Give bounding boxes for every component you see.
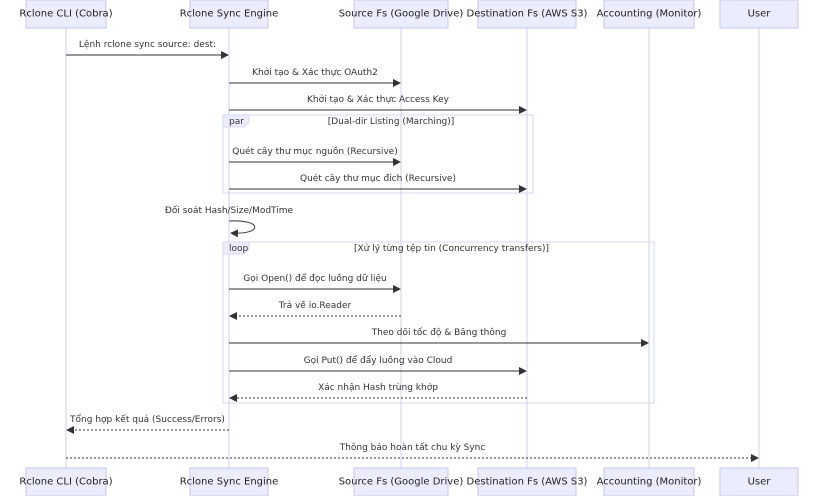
- message-label: Lệnh rclone sync source: dest:: [79, 39, 216, 50]
- actor-src-top: Source Fs (Google Drive): [339, 0, 464, 29]
- message-label: Gọi Open() để đọc luồng dữ liệu: [243, 273, 386, 284]
- message-label: Đối soát Hash/Size/ModTime: [165, 205, 294, 216]
- actor-box: [25, 467, 107, 496]
- actor-user-bottom: User: [719, 467, 799, 496]
- actor-box: [353, 0, 449, 29]
- actor-label: User: [748, 477, 772, 488]
- frame-kind-tab: [222, 114, 250, 128]
- actor-acct-top: Accounting (Monitor): [597, 0, 702, 29]
- message-10: Gọi Put() để đẩy luồng vào Cloud: [229, 355, 527, 375]
- message-label: Gọi Put() để đẩy luồng vào Cloud: [304, 355, 453, 366]
- actor-label: Rclone Sync Engine: [180, 9, 279, 20]
- frame-par: par [Dual-dir Listing (Marching)]: [222, 114, 534, 194]
- actor-user-top: User: [719, 0, 799, 29]
- frame-loop: loop [Xử lý từng tệp tin (Concurrency tra…: [222, 241, 655, 404]
- actor-label: Rclone Sync Engine: [180, 477, 279, 488]
- message-11: Xác nhận Hash trùng khớp: [229, 382, 527, 402]
- frame-kind-tab: [222, 241, 250, 255]
- actor-box: [477, 0, 577, 29]
- actor-label: Accounting (Monitor): [597, 9, 702, 20]
- message-5: Quét cây thư mục đích (Recursive): [229, 173, 527, 193]
- actor-box: [353, 467, 449, 496]
- message-12: Tổng hợp kết quả (Success/Errors): [66, 414, 229, 434]
- actor-box: [603, 0, 695, 29]
- actor-dst-bottom: Destination Fs (AWS S3): [467, 467, 588, 496]
- messages: Lệnh rclone sync source: dest: Khởi tạo &…: [66, 39, 759, 462]
- message-8: Trả về io.Reader: [229, 300, 401, 320]
- actor-label: Source Fs (Google Drive): [339, 9, 464, 20]
- frames: par [Dual-dir Listing (Marching)] loop [Xử …: [222, 114, 655, 404]
- actors-top: Rclone CLI (Cobra) Rclone Sync Engine Sour…: [19, 0, 799, 29]
- frame-kind-label: loop: [229, 244, 249, 254]
- actor-label: Destination Fs (AWS S3): [467, 477, 588, 488]
- message-label: Xác nhận Hash trùng khớp: [318, 382, 438, 393]
- frame-kind-label: par: [229, 117, 244, 127]
- actor-cli-bottom: Rclone CLI (Cobra): [19, 467, 113, 496]
- actor-label: Destination Fs (AWS S3): [467, 9, 588, 20]
- actor-box: [477, 467, 577, 496]
- actor-dst-top: Destination Fs (AWS S3): [467, 0, 588, 29]
- message-1: Lệnh rclone sync source: dest:: [66, 39, 229, 59]
- message-label: Quét cây thư mục đích (Recursive): [300, 173, 456, 184]
- actor-engine-top: Rclone Sync Engine: [180, 0, 279, 29]
- message-4: Quét cây thư mục nguồn (Recursive): [229, 146, 401, 166]
- message-label: Quét cây thư mục nguồn (Recursive): [232, 146, 397, 157]
- message-label: Tổng hợp kết quả (Success/Errors): [69, 414, 225, 425]
- message-6: Đối soát Hash/Size/ModTime: [165, 205, 294, 238]
- actor-src-bottom: Source Fs (Google Drive): [339, 467, 464, 496]
- actor-engine-bottom: Rclone Sync Engine: [180, 467, 279, 496]
- frame-border: [222, 241, 655, 404]
- actor-box: [603, 467, 695, 496]
- message-9: Theo dõi tốc độ & Băng thông: [229, 327, 649, 347]
- actor-label: Accounting (Monitor): [597, 477, 702, 488]
- frame-title: [Xử lý từng tệp tin (Concurrency transfe…: [354, 243, 549, 254]
- actor-cli-top: Rclone CLI (Cobra): [19, 0, 113, 29]
- message-label: Theo dõi tốc độ & Băng thông: [371, 327, 507, 338]
- message-13: Thông báo hoàn tất chu kỳ Sync: [66, 442, 759, 462]
- message-label: Khởi tạo & Xác thực OAuth2: [252, 67, 378, 78]
- actor-label: User: [748, 9, 772, 20]
- actor-label: Rclone CLI (Cobra): [19, 9, 112, 20]
- frame-border: [222, 114, 534, 194]
- message-label: Thông báo hoàn tất chu kỳ Sync: [339, 442, 486, 453]
- actor-acct-bottom: Accounting (Monitor): [597, 467, 702, 496]
- actor-box: [719, 467, 799, 496]
- actor-box: [189, 467, 269, 496]
- actor-label: Source Fs (Google Drive): [339, 477, 464, 488]
- self-message-arrow: [228, 220, 256, 238]
- frame-title: [Dual-dir Listing (Marching)]: [328, 117, 455, 127]
- message-2: Khởi tạo & Xác thực OAuth2: [229, 67, 401, 87]
- actor-box: [719, 0, 799, 29]
- message-label: Trả về io.Reader: [278, 300, 352, 311]
- actor-label: Rclone CLI (Cobra): [19, 477, 112, 488]
- actor-box: [25, 0, 107, 29]
- actors-bottom: Rclone CLI (Cobra) Rclone Sync Engine Sour…: [19, 467, 799, 496]
- lifelines: [65, 28, 760, 468]
- message-3: Khởi tạo & Xác thực Access Key: [229, 94, 527, 114]
- actor-box: [189, 0, 269, 29]
- message-label: Khởi tạo & Xác thực Access Key: [307, 94, 450, 105]
- message-7: Gọi Open() để đọc luồng dữ liệu: [229, 273, 401, 293]
